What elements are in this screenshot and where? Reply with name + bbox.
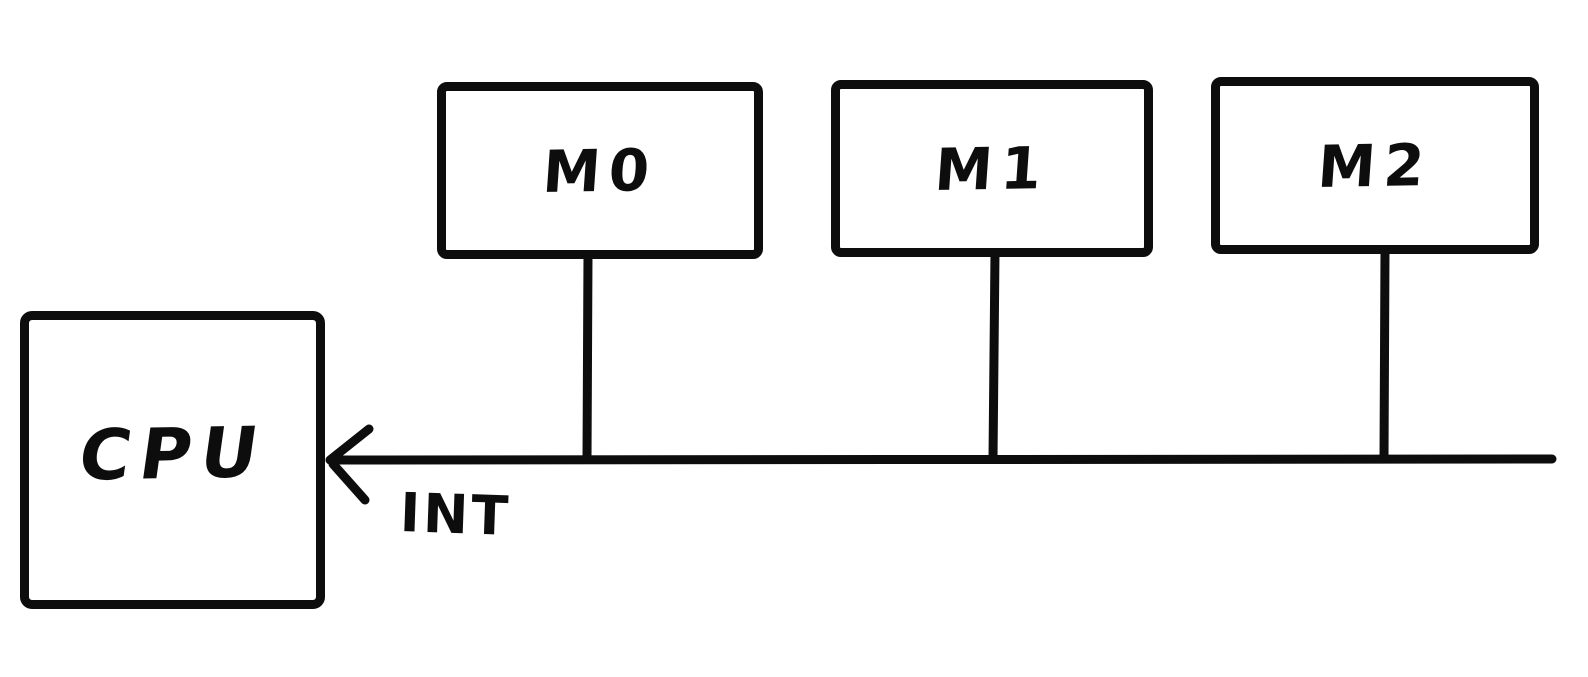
cpu-node: CPU bbox=[20, 311, 325, 609]
arrowhead-upper-stroke bbox=[325, 424, 374, 465]
module-label-m2: M2 bbox=[1315, 130, 1435, 201]
bus-line bbox=[326, 454, 1557, 465]
arrowhead-lower-stroke bbox=[328, 459, 370, 505]
m1-drop-line bbox=[988, 247, 1000, 464]
module-node-m2: M2 bbox=[1211, 77, 1539, 254]
cpu-label: CPU bbox=[74, 411, 273, 497]
m0-drop-line bbox=[582, 249, 593, 464]
module-label-m0: M0 bbox=[540, 135, 660, 206]
module-node-m0: M0 bbox=[437, 82, 763, 259]
module-label-m1: M1 bbox=[932, 133, 1052, 204]
interrupt-signal-label: INT bbox=[398, 481, 513, 548]
module-node-m1: M1 bbox=[831, 80, 1153, 257]
m2-drop-line bbox=[1379, 244, 1390, 464]
